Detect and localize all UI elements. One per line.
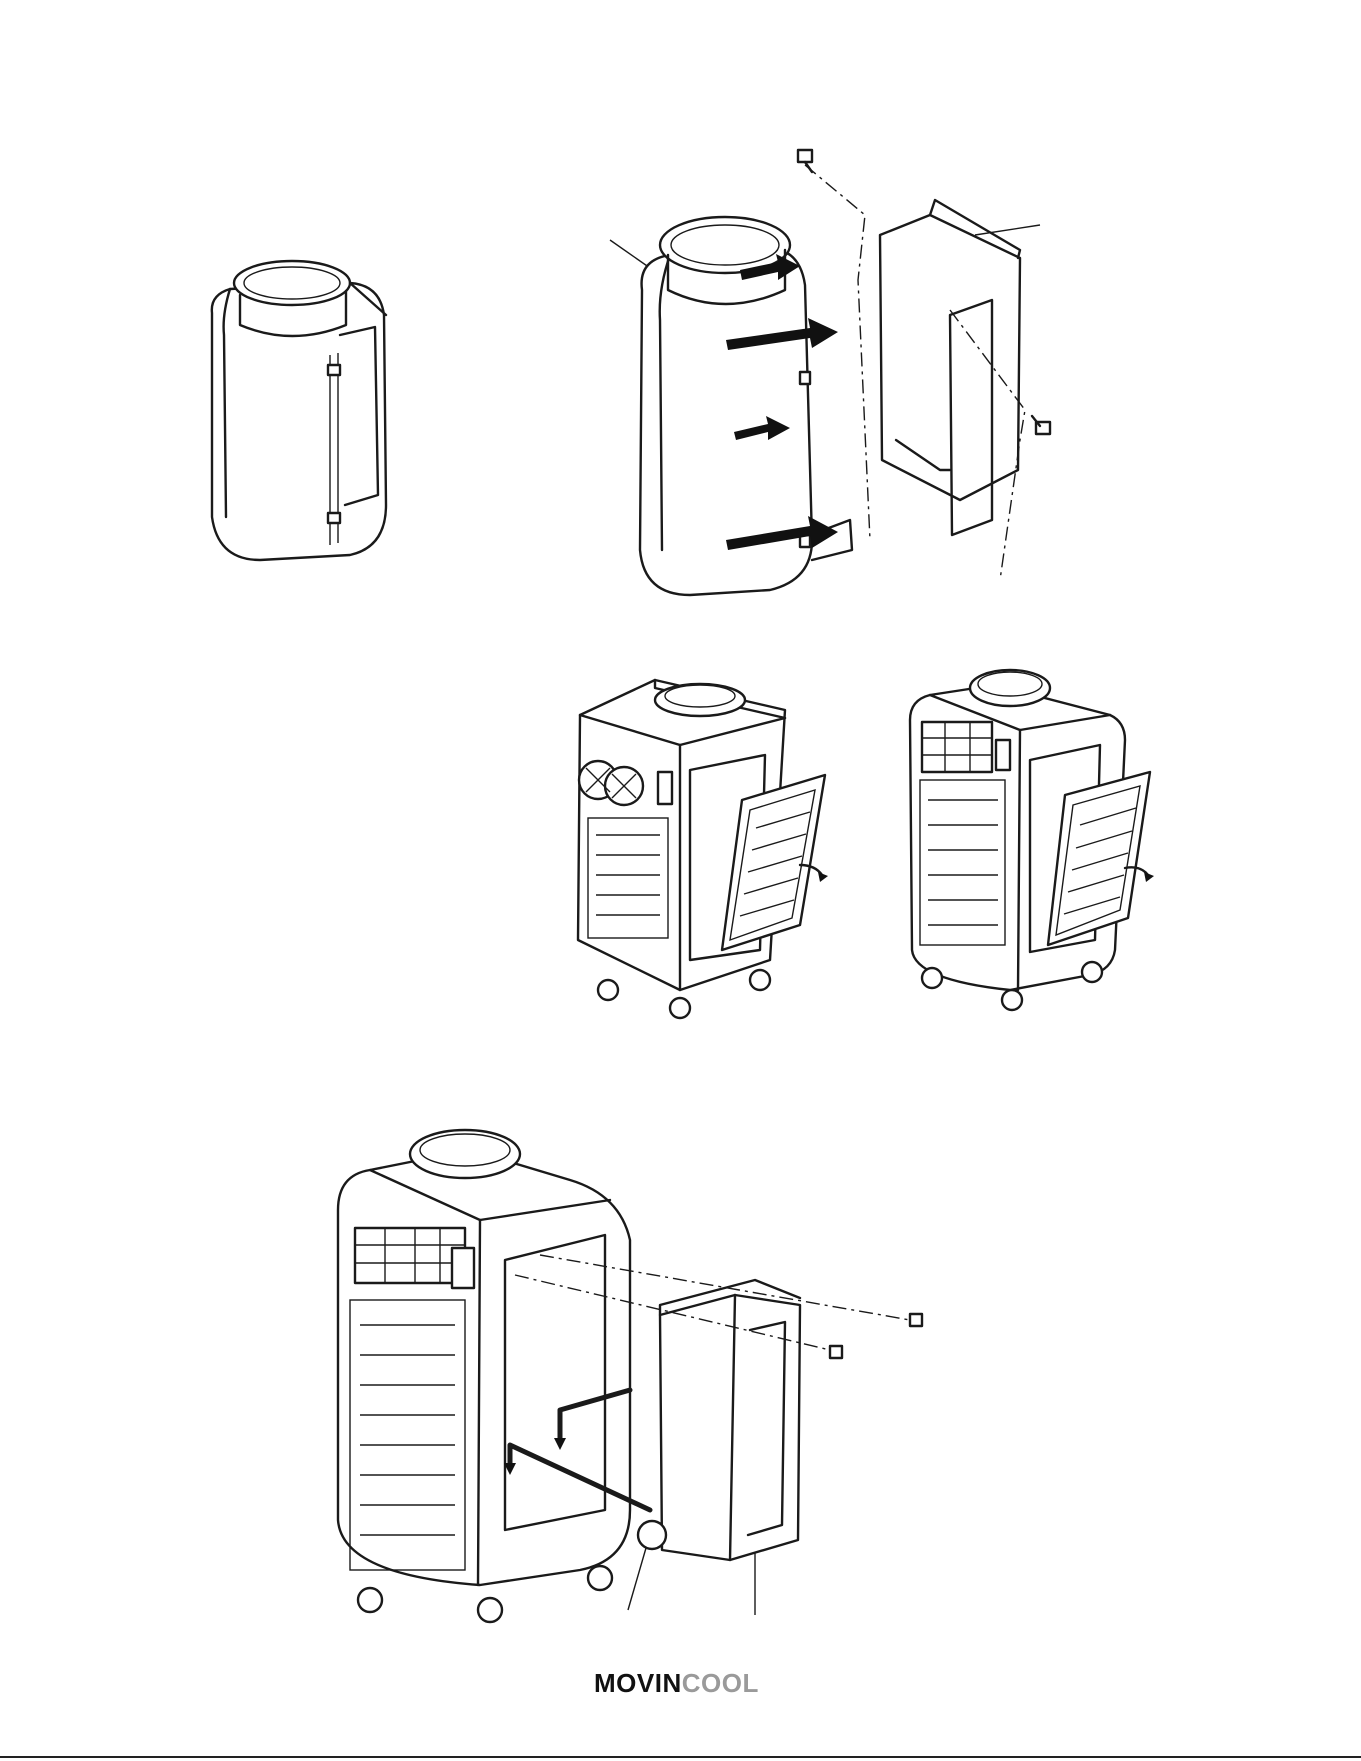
- duct-assembly-icon: [610, 150, 1050, 595]
- logo-part-movin: MOVIN: [594, 1668, 682, 1698]
- cooling-unit-icon: [338, 1130, 922, 1622]
- screw-icon: [798, 150, 812, 172]
- unit-filter-removal-left-figure: [560, 660, 830, 1020]
- movincool-logo: MOVINCOOL: [594, 1668, 759, 1699]
- cooling-unit-icon: [578, 680, 828, 1018]
- screw-icon: [910, 1314, 922, 1326]
- cooling-unit-icon: [910, 670, 1154, 1010]
- unit-filter-removal-right-figure: [900, 660, 1160, 1020]
- unit-bracket-install-figure: [330, 1130, 950, 1630]
- footer-rule: [0, 1756, 1361, 1758]
- duct-adapter-icon: [212, 261, 386, 560]
- screw-icon: [1032, 416, 1050, 434]
- logo-part-cool: COOL: [682, 1668, 759, 1698]
- duct-adapter-standalone-figure: [200, 255, 400, 575]
- screw-icon: [830, 1346, 842, 1358]
- duct-adapter-assembly-figure: [600, 140, 1100, 600]
